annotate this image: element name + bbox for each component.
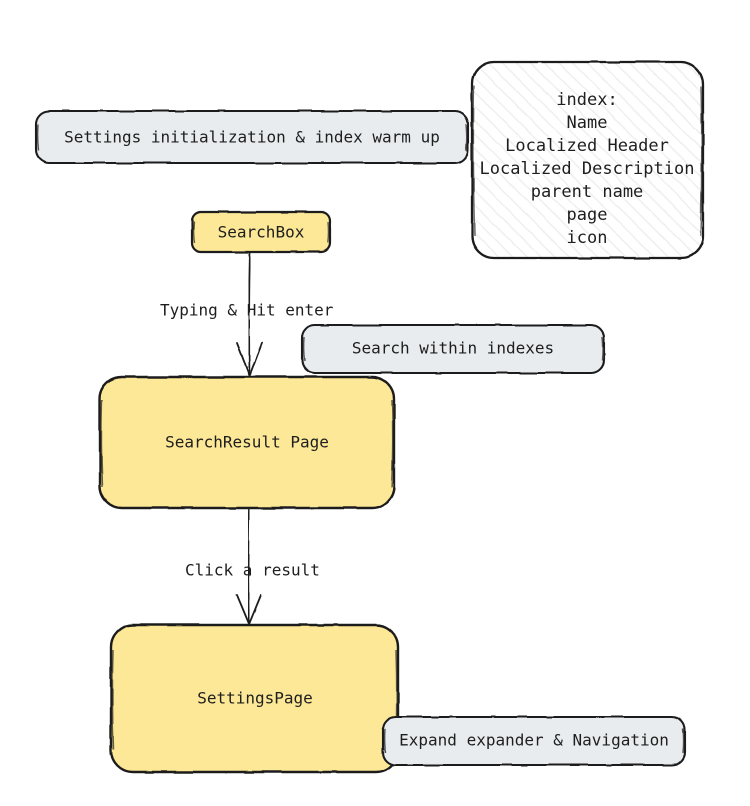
index-card-line-5: page xyxy=(567,205,608,225)
edge-click-a-result-label: Click a result xyxy=(185,561,320,580)
node-searchresult-page[interactable]: SearchResult Page xyxy=(98,375,396,510)
index-card-line-3: Localized Description xyxy=(480,159,695,179)
index-card-line-4: parent name xyxy=(531,182,644,202)
edge-click-a-result: Click a result xyxy=(185,507,320,627)
note-expand-expander-navigation-shape xyxy=(381,715,687,767)
node-searchbox[interactable]: SearchBox xyxy=(190,210,332,254)
node-settings-page[interactable]: SettingsPage xyxy=(109,623,400,774)
edge-typing-hit-enter: Typing & Hit enter xyxy=(160,251,334,379)
note-expand-expander-navigation[interactable]: Expand expander & Navigation xyxy=(381,715,687,767)
index-card-line-1: Name xyxy=(567,113,608,133)
index-card-line-2: Localized Header xyxy=(505,136,669,156)
node-searchresult-page-label: SearchResult Page xyxy=(165,433,329,452)
note-settings-initialization-label: Settings initialization & index warm up xyxy=(64,128,440,147)
note-expand-expander-navigation-label: Expand expander & Navigation xyxy=(399,731,669,750)
node-settings-page-shape xyxy=(109,623,400,774)
edge-typing-hit-enter-line xyxy=(248,251,251,375)
note-search-within-indexes-label: Search within indexes xyxy=(352,339,554,358)
index-card[interactable]: index: Name Localized Header Localized D… xyxy=(470,60,705,260)
node-settings-page-label: SettingsPage xyxy=(197,689,313,708)
index-card-line-6: icon xyxy=(567,228,608,248)
index-card-line-0: index: xyxy=(556,90,617,110)
note-settings-initialization-shape xyxy=(34,109,470,165)
note-settings-initialization[interactable]: Settings initialization & index warm up xyxy=(34,109,470,165)
note-search-within-indexes-shape xyxy=(300,323,606,375)
note-search-within-indexes[interactable]: Search within indexes xyxy=(300,323,606,375)
node-searchresult-page-shape xyxy=(98,375,396,510)
edge-typing-hit-enter-label: Typing & Hit enter xyxy=(160,301,334,320)
edge-click-a-result-line xyxy=(247,507,250,623)
node-searchbox-shape xyxy=(190,210,332,254)
index-card-shape xyxy=(470,60,705,260)
node-searchbox-label: SearchBox xyxy=(218,223,305,242)
